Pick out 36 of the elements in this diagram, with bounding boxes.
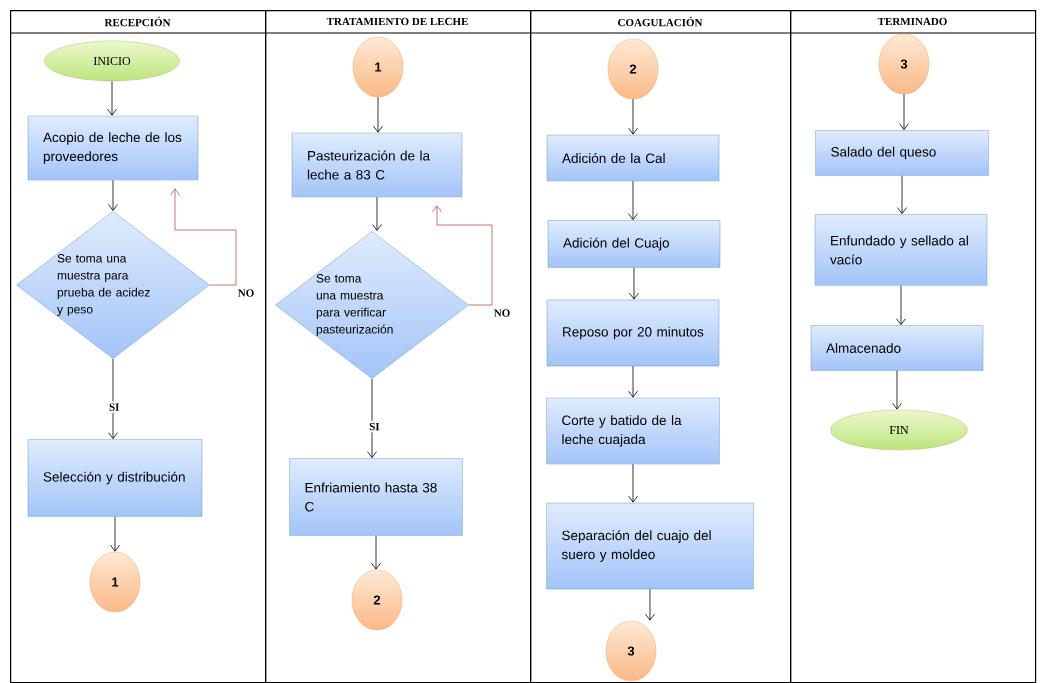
arrow xyxy=(899,93,909,131)
process-box: Adición del Cuajo xyxy=(547,220,721,268)
process-box: Enfundado y sellado al vacío xyxy=(814,214,988,286)
process-box: Separación del cuajo del suero y moldeo xyxy=(546,502,754,590)
edge-label: SI xyxy=(367,420,382,433)
process-box: Salado del queso xyxy=(815,130,989,176)
process-box: Acopio de leche de los proveedores xyxy=(27,115,199,181)
arrow xyxy=(629,267,639,300)
edge-label: NO xyxy=(236,288,256,298)
process-box: Reposo por 20 minutos xyxy=(546,299,720,367)
arrow xyxy=(367,378,377,459)
process-box: Pasteurización de la leche a 83 C xyxy=(291,132,463,198)
process-box: Corte y batido de la leche cuajada xyxy=(546,397,720,465)
arrow xyxy=(108,358,118,440)
arrow xyxy=(628,365,638,398)
arrow xyxy=(628,180,638,221)
edge-label: SI xyxy=(107,401,122,413)
process-box: Adición de la Cal xyxy=(546,134,720,182)
process-box: Enfriamiento hasta 38 C xyxy=(289,458,463,536)
arrow xyxy=(628,463,638,503)
arrow xyxy=(897,175,907,215)
process-box: Selección y distribución xyxy=(27,439,203,517)
arrow xyxy=(110,516,120,552)
process-box: Almacenado xyxy=(810,325,984,371)
edge-label: NO xyxy=(492,308,512,318)
arrow xyxy=(628,98,638,135)
arrow xyxy=(892,370,902,410)
arrow xyxy=(371,535,381,570)
arrow xyxy=(645,588,655,621)
arrow xyxy=(372,196,382,231)
arrow xyxy=(432,205,493,306)
arrow xyxy=(107,80,117,116)
arrow xyxy=(373,96,383,133)
arrow xyxy=(896,285,906,326)
arrow xyxy=(108,179,118,211)
arrow xyxy=(170,188,237,286)
